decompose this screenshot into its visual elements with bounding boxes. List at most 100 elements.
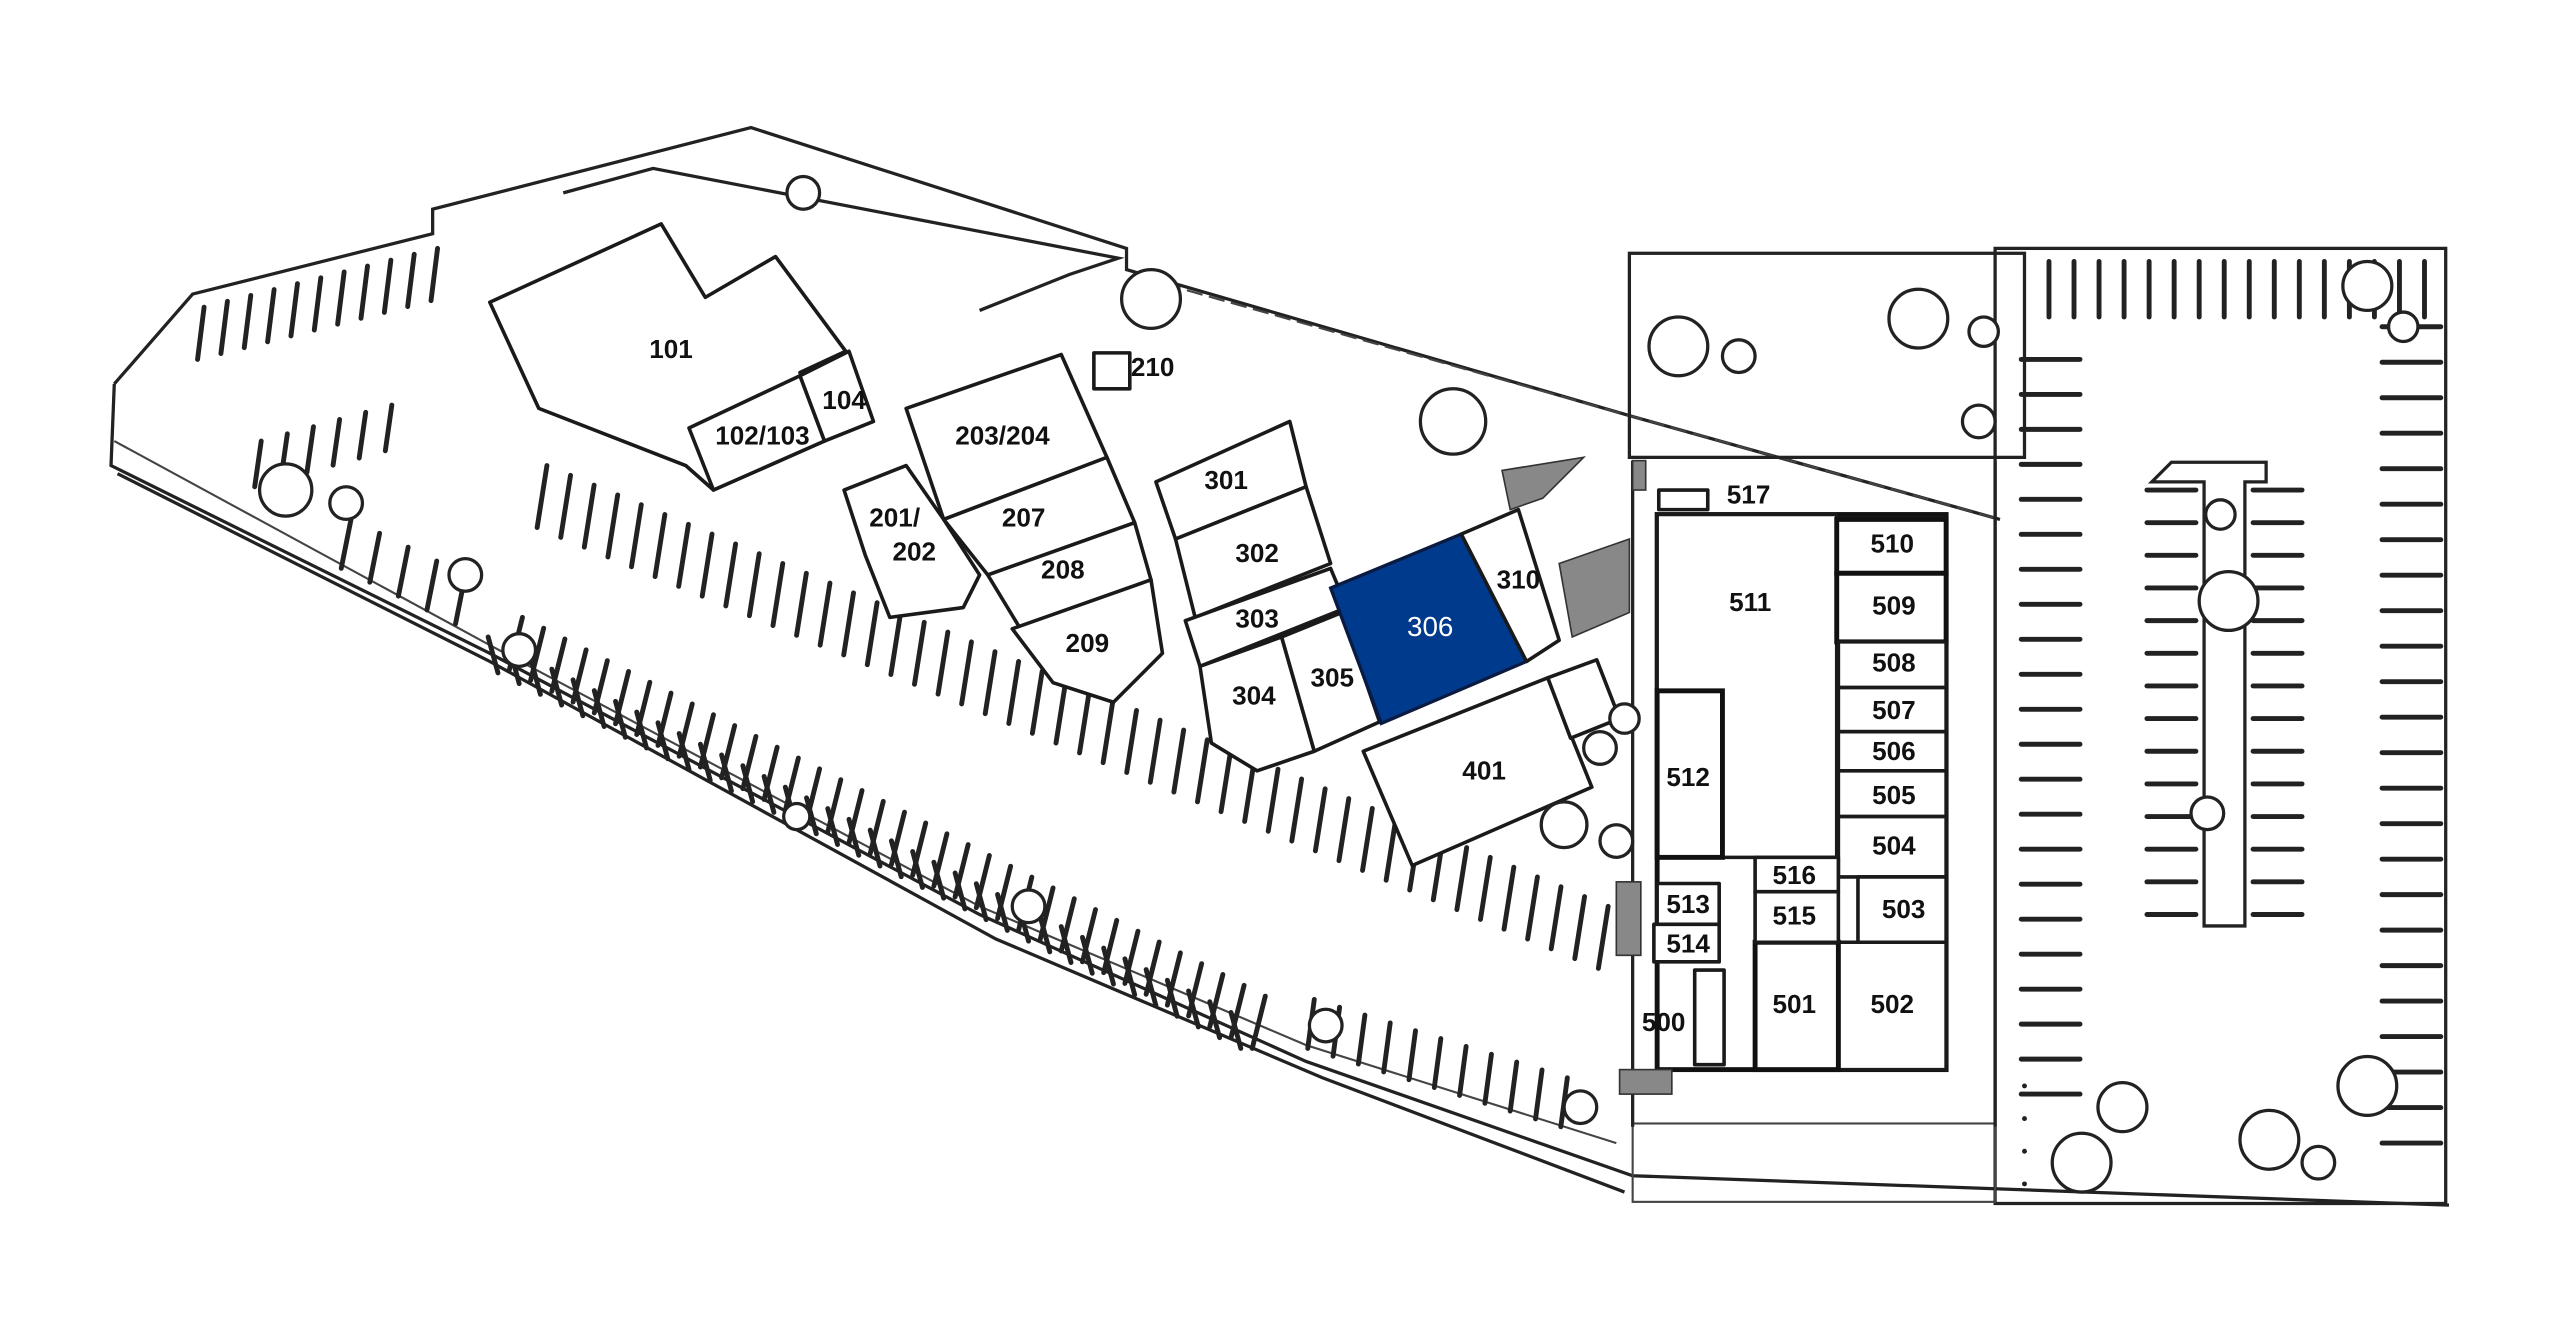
unit-506[interactable] — [1836, 729, 1948, 773]
landscape-area — [1558, 537, 1631, 639]
parking-stall-line — [761, 773, 777, 815]
tree-icon — [2341, 259, 2394, 313]
unit-502[interactable] — [1836, 940, 1948, 1072]
label-303: 303 — [1235, 604, 1279, 634]
label-507: 507 — [1872, 695, 1916, 725]
unit-513[interactable] — [1655, 881, 1721, 927]
label-304: 304 — [1232, 680, 1276, 710]
unit-302[interactable] — [1173, 484, 1333, 620]
tree-icon — [328, 485, 365, 522]
parking-stall-line — [1572, 894, 1588, 962]
parking-stall-line — [935, 629, 951, 697]
parking-stall-line — [912, 619, 927, 687]
bottom-strip — [1631, 1122, 1997, 1203]
parking-stall-line — [395, 544, 411, 599]
parking-stall-line — [676, 521, 691, 589]
parking-stall-line — [581, 482, 597, 550]
parking-stall-line — [888, 838, 904, 880]
parking-stall-line — [358, 263, 370, 321]
parking-stall-line — [655, 720, 671, 762]
unit-209[interactable] — [1010, 578, 1165, 705]
parking-stall-line — [252, 438, 264, 490]
unit-500[interactable] — [1692, 968, 1726, 1067]
parking-stall-line — [195, 304, 207, 362]
parking-stall-line — [1006, 659, 1022, 726]
parking-stall-line — [1218, 747, 1234, 815]
unit-210[interactable] — [1092, 351, 1132, 391]
parking-stall-line — [405, 251, 417, 309]
unit-504[interactable] — [1836, 814, 1948, 879]
landscape-area — [1631, 459, 1647, 491]
tree-icon — [501, 632, 538, 668]
parking-stall-line — [1265, 766, 1281, 834]
parking-island — [2147, 460, 2268, 928]
parking-stall-line — [1249, 993, 1268, 1051]
tree-icon — [2096, 1081, 2149, 1134]
road-edge — [116, 472, 1626, 1194]
unit-304[interactable] — [1198, 635, 1317, 773]
tree-icon — [2336, 1054, 2399, 1117]
parking-stall-line — [613, 698, 628, 740]
parking-stall-line — [356, 409, 369, 461]
parking-stall-line — [995, 892, 1010, 933]
parking-stall-line — [1336, 796, 1352, 864]
label-512: 512 — [1666, 762, 1710, 792]
parking-stall-line — [959, 639, 974, 707]
tree-icon — [1967, 315, 2000, 348]
label-510: 510 — [1870, 528, 1914, 558]
parking-stall-line — [367, 530, 383, 585]
parking-stall-line — [549, 666, 565, 708]
unit-104[interactable] — [798, 349, 876, 443]
label-511: 511 — [1729, 587, 1771, 617]
unit-501[interactable] — [1752, 939, 1841, 1073]
label-502: 502 — [1870, 989, 1914, 1019]
parking-stall-line — [1053, 678, 1069, 746]
tree-icon — [257, 462, 314, 518]
parking-stall-line — [1360, 805, 1375, 873]
parking-stall-line — [1595, 903, 1611, 971]
parking-stall-line — [629, 502, 644, 570]
parking-stall-line — [1548, 884, 1564, 952]
parking-stall-line — [335, 269, 347, 327]
parking-stall-line — [218, 298, 230, 356]
tree-icon — [1608, 702, 1641, 735]
label-516: 516 — [1773, 860, 1817, 890]
parking-stall-line — [428, 245, 440, 304]
unit-508[interactable] — [1836, 640, 1948, 690]
label-301: 301 — [1204, 465, 1248, 495]
parking-stall-line — [1406, 1028, 1418, 1083]
parking-stall-line — [591, 688, 607, 729]
parking-stall-line — [1478, 854, 1493, 922]
parking-stall-line — [1207, 999, 1223, 1041]
unit-310[interactable] — [1459, 507, 1561, 664]
tree-icon — [2050, 1131, 2113, 1194]
parking-stall-line — [804, 795, 819, 837]
parking-stall-line — [1122, 956, 1138, 998]
parking-stall-line — [1164, 977, 1180, 1019]
north-lot-boundary — [562, 166, 1125, 312]
unit-503[interactable] — [1856, 875, 1948, 945]
unit-514[interactable] — [1652, 922, 1721, 964]
parking-stall-line — [770, 561, 786, 628]
parking-stall-line — [846, 816, 862, 858]
parking-stall-line — [697, 741, 713, 783]
parking-stall-line — [534, 463, 550, 531]
unit-517[interactable] — [1656, 488, 1710, 512]
parking-stall-line — [746, 551, 762, 619]
unit-505[interactable] — [1836, 769, 1948, 819]
parking-stall-line — [1058, 924, 1074, 966]
parking-stall-line — [864, 600, 880, 668]
unit-516[interactable] — [1753, 855, 1841, 894]
tree-icon — [2300, 1144, 2337, 1181]
unit-201-202[interactable] — [842, 463, 982, 620]
unit-401[interactable] — [1361, 675, 1594, 868]
unit-515[interactable] — [1753, 889, 1841, 945]
parking-stall-line — [910, 849, 925, 890]
unit-512[interactable] — [1654, 688, 1725, 860]
tree-icon — [1887, 287, 1950, 350]
tree-icon — [2189, 795, 2226, 832]
parking-stall-line — [605, 492, 621, 560]
parking-stall-line — [241, 292, 254, 351]
label-102-103: 102/103 — [715, 421, 809, 451]
